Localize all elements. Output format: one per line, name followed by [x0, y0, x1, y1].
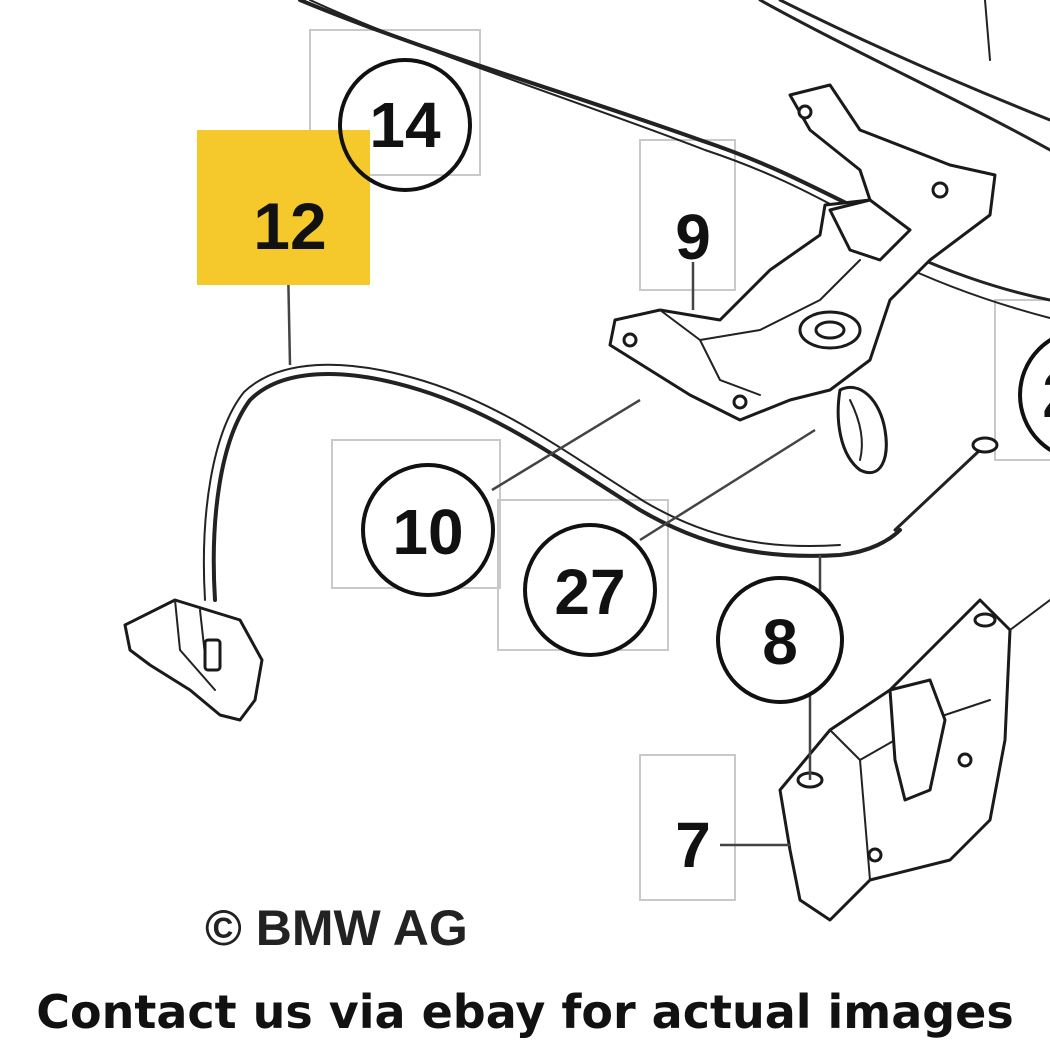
callout-label-8: 8	[762, 606, 798, 678]
leader-lines	[286, 262, 822, 847]
callout-label-7: 7	[675, 809, 711, 881]
callout-7: 7	[675, 809, 711, 881]
callout-label-12: 12	[253, 189, 326, 263]
ref-box-9	[639, 139, 736, 291]
ref-box-7	[639, 754, 736, 901]
ref-box-2	[994, 299, 1050, 461]
ref-box-14	[309, 29, 481, 176]
callout-14: 14	[338, 58, 472, 192]
release-cable	[202, 363, 999, 602]
callout-27: 27	[523, 523, 657, 657]
highlight-box-12	[197, 130, 370, 285]
callout-10: 10	[361, 463, 495, 597]
callout-label-14: 14	[369, 89, 441, 161]
lock-unit	[778, 598, 1050, 922]
callout-label-27: 27	[554, 556, 625, 628]
parts-diagram: 14 12 9 10 27 8 7 2 © BMW AG	[123, 0, 1050, 956]
release-handle	[123, 598, 264, 722]
callout-8: 8	[716, 576, 844, 704]
callout-9: 9	[675, 201, 711, 273]
contact-banner: Contact us via ebay for actual images	[36, 985, 1014, 1039]
callout-label-9: 9	[675, 201, 711, 273]
callout-label-10: 10	[392, 496, 463, 568]
callout-label-2: 2	[1042, 359, 1050, 431]
callout-2-partial: 2	[1018, 337, 1050, 453]
callout-12: 12	[253, 189, 326, 263]
latch-bracket	[608, 83, 997, 474]
copyright-text: © BMW AG	[205, 900, 468, 956]
leader-27	[639, 428, 816, 542]
leader-10	[491, 398, 641, 492]
